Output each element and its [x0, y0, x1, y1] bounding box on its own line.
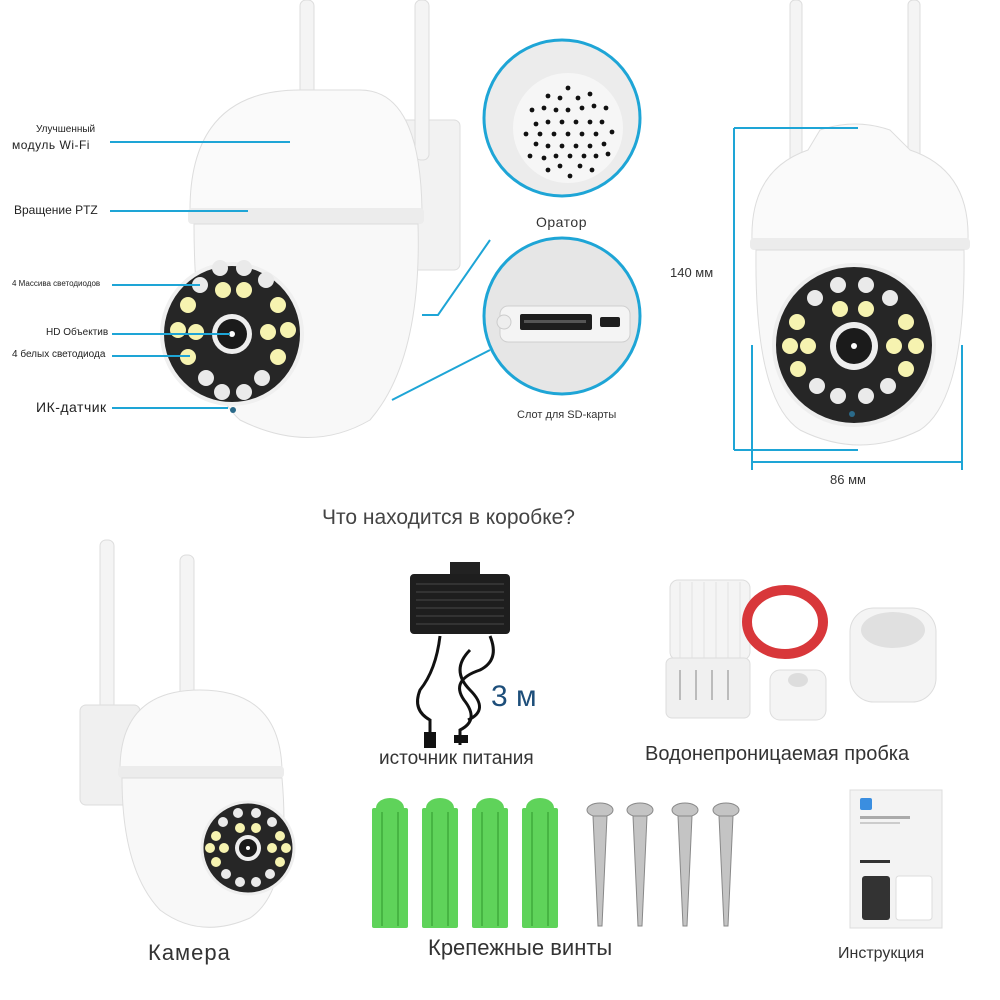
wifi-module-label-line2: модуль Wi-Fi [12, 138, 90, 152]
box-item-manual-label: Инструкция [838, 945, 925, 962]
speaker-detail [482, 38, 642, 198]
sd-slot-detail [482, 236, 642, 396]
width-dimension-label: 86 мм [830, 472, 866, 487]
wifi-module-callout [110, 141, 290, 143]
hd-lens-callout [112, 333, 230, 335]
wifi-module-label-line1: Улучшенный [36, 124, 96, 135]
camera-illustration [160, 0, 491, 438]
box-item-camera-label: Камера [148, 940, 231, 965]
ir-sensor-label: ИК-датчик [36, 399, 107, 415]
box-camera-illustration [79, 539, 296, 928]
ptz-rotation-label: Вращение PTZ [14, 203, 98, 217]
box-item-mounting-screws-label: Крепежные винты [428, 935, 613, 960]
waterproof-plug-illustration [665, 579, 937, 721]
white-leds-callout [112, 355, 190, 357]
power-supply-illustration [410, 562, 510, 748]
speaker-label: Оратор [536, 214, 587, 230]
white-leds-label: 4 белых светодиода [12, 349, 106, 360]
sd-slot-label: Слот для SD-карты [517, 409, 617, 421]
cable-length-label: 3 м [491, 680, 537, 713]
mounting-screws-illustration [372, 798, 740, 928]
instruction-manual-illustration [849, 789, 943, 929]
box-contents-title: Что находится в коробке? [322, 506, 575, 529]
camera-front-illustration [733, 0, 970, 470]
led-arrays-label: 4 Массива светодиодов [12, 279, 101, 288]
hd-lens-label: HD Объектив [46, 327, 109, 338]
box-item-power-supply-label: источник питания [379, 748, 534, 769]
ir-sensor-callout [112, 407, 228, 409]
led-arrays-callout [112, 284, 200, 286]
height-dimension-label: 140 мм [670, 265, 714, 280]
box-item-waterproof-plug-label: Водонепроницаемая пробка [645, 743, 910, 765]
ptz-rotation-callout [110, 210, 248, 212]
